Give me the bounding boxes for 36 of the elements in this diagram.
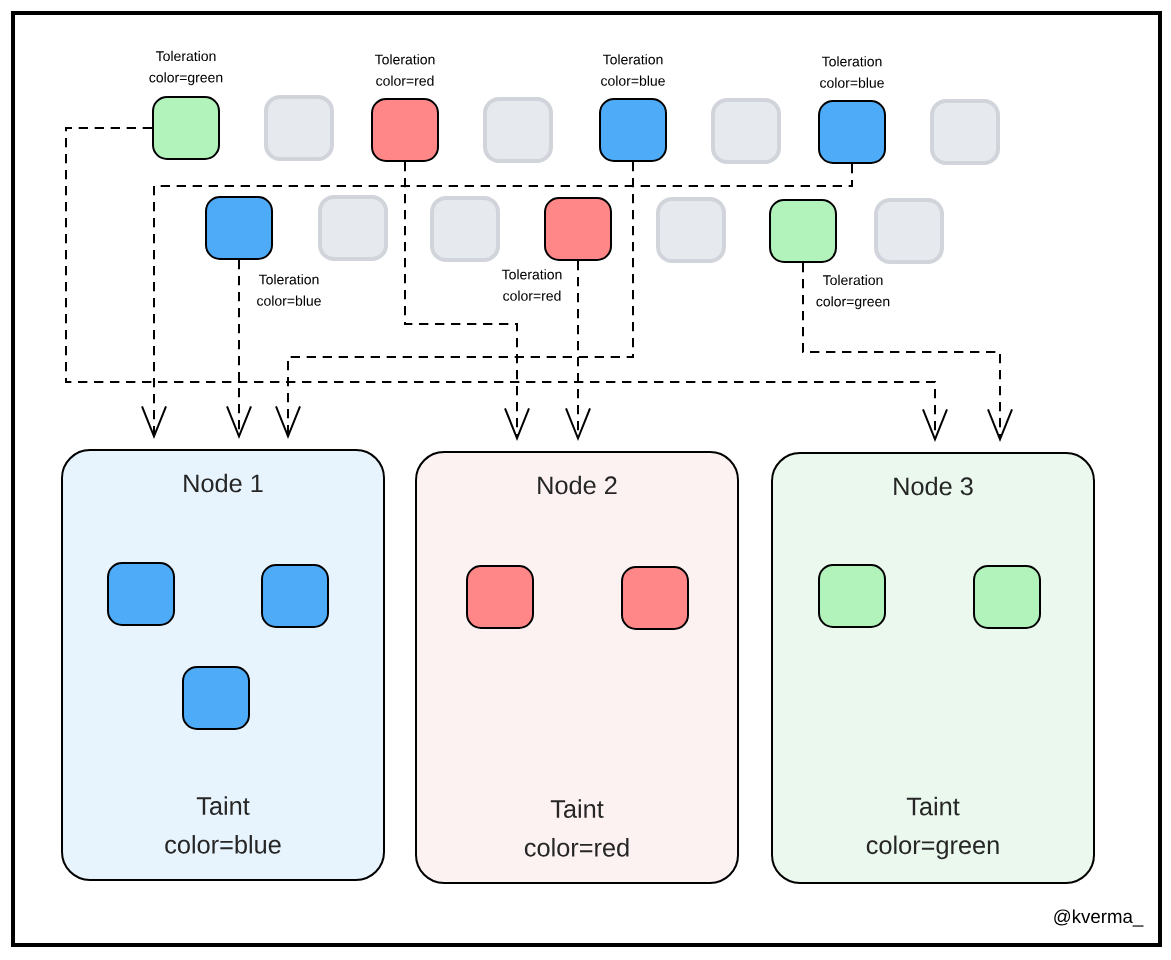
node-title: Node 1 (184, 473, 263, 493)
taint-label: Taint color=green (866, 796, 999, 860)
dashed-arrow (802, 262, 1013, 442)
pod-box (107, 562, 175, 626)
dashed-arrow (404, 161, 530, 441)
empty-slot-box (656, 197, 726, 263)
toleration-label: Toleration color=blue (820, 56, 884, 88)
empty-slot-box (430, 196, 500, 262)
empty-slot-box (930, 99, 1000, 165)
dashed-arrow (565, 260, 591, 441)
toleration-label: Toleration color=red (374, 54, 435, 86)
pod-box (621, 566, 689, 630)
dashed-arrow (65, 127, 948, 442)
pod-box (261, 564, 329, 628)
taint-label: Taint color=red (524, 799, 629, 857)
node-title: Node 2 (538, 475, 617, 495)
dashed-arrow (141, 163, 853, 439)
toleration-label: Toleration color=blue (601, 54, 665, 86)
empty-slot-box (711, 98, 781, 164)
pod-box (818, 564, 886, 628)
toleration-label: Toleration color=green (816, 274, 890, 310)
dashed-arrow (226, 259, 252, 439)
taint-label: Taint color=blue (165, 796, 281, 854)
node-title: Node 3 (894, 476, 973, 496)
toleration-label: Toleration color=red (501, 269, 562, 301)
toleration-label: Toleration color=blue (257, 274, 321, 306)
empty-slot-box (874, 198, 944, 264)
empty-slot-box (318, 195, 388, 261)
empty-slot-box (483, 97, 553, 163)
pod-box (182, 666, 250, 730)
author-handle: @kverma_ (1054, 909, 1144, 927)
pod-box (466, 565, 534, 629)
pod-box (973, 565, 1041, 629)
empty-slot-box (264, 95, 334, 161)
dashed-arrow (275, 161, 634, 439)
toleration-label: Toleration color=green (149, 50, 223, 86)
